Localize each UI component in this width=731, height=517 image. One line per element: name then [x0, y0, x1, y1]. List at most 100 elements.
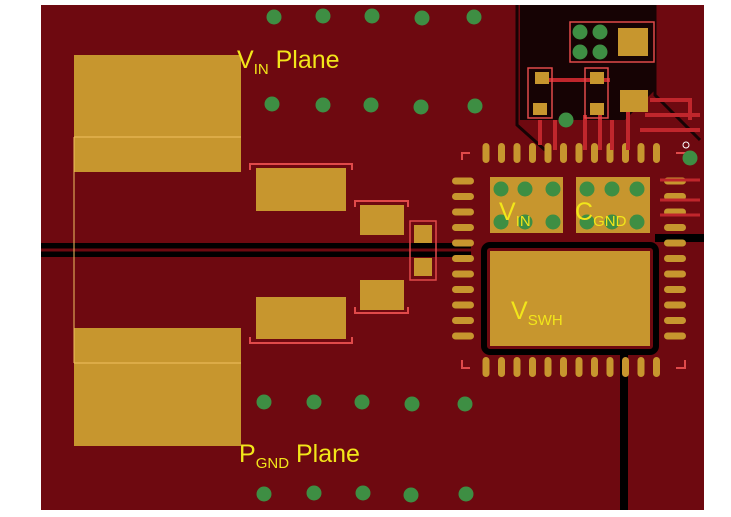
- via: [355, 485, 371, 501]
- ic-pins-left: [452, 177, 474, 340]
- ic-pins-bottom: [482, 357, 660, 377]
- capacitor-silkscreen: [249, 337, 353, 344]
- via: [315, 97, 331, 113]
- component-pad: [590, 103, 604, 115]
- via: [466, 9, 482, 25]
- via: [682, 150, 698, 166]
- ic-pin: [664, 317, 686, 324]
- small-capacitor-pad: [414, 225, 432, 243]
- vswh-pad-outline: [481, 242, 659, 355]
- via: [457, 396, 473, 412]
- via: [404, 396, 420, 412]
- vin-pad-label: VIN: [499, 198, 531, 230]
- via: [592, 44, 608, 60]
- via: [558, 112, 574, 128]
- ic-pin: [664, 224, 686, 231]
- capacitor-pad: [256, 168, 346, 211]
- via: [414, 10, 430, 26]
- component-pad: [618, 28, 648, 56]
- component-silkscreen: [527, 67, 609, 119]
- via: [493, 181, 509, 197]
- ic-pin: [575, 143, 583, 163]
- ic-pin: [452, 177, 474, 185]
- ic-pin: [560, 357, 567, 377]
- via: [315, 8, 331, 24]
- ic-pin: [452, 239, 474, 247]
- via: [256, 394, 272, 410]
- ic-pin: [664, 255, 686, 262]
- capacitor-pad: [256, 297, 346, 339]
- capacitor-pad: [360, 280, 404, 310]
- ic-pins-right: [664, 177, 686, 340]
- via: [579, 214, 595, 230]
- component-silkscreen: [569, 21, 655, 63]
- via: [604, 214, 620, 230]
- ic-pin: [606, 357, 614, 377]
- vin-plane-label: VIN Plane: [237, 46, 340, 78]
- ic-pin: [664, 301, 686, 309]
- vswh-thermal-pad: [490, 251, 650, 346]
- ic-pin: [575, 357, 583, 377]
- vswh-pad-label: VSWH: [511, 297, 563, 329]
- ic-pin: [498, 143, 505, 163]
- via: [545, 181, 561, 197]
- via: [458, 486, 474, 502]
- capacitor-silkscreen: [354, 200, 409, 207]
- signal-trace: [640, 98, 700, 132]
- ic-pin: [664, 332, 686, 340]
- via: [604, 181, 620, 197]
- capacitor-silkscreen: [354, 307, 409, 314]
- ic-pin: [637, 357, 645, 377]
- via: [256, 486, 272, 502]
- via: [403, 487, 419, 503]
- via: [592, 24, 608, 40]
- pgnd-connector-pad: [74, 328, 241, 446]
- component-pad: [590, 72, 604, 84]
- small-capacitor-pad: [414, 258, 432, 276]
- ic-pin: [591, 143, 598, 163]
- via: [364, 8, 380, 24]
- pin1-marker: [682, 141, 690, 149]
- small-capacitor-silkscreen: [409, 220, 437, 281]
- ic-pin: [529, 357, 536, 377]
- via: [306, 394, 322, 410]
- via: [572, 44, 588, 60]
- ic-pin: [653, 143, 660, 163]
- via: [545, 214, 561, 230]
- ic-pin: [452, 208, 474, 216]
- ic-pin: [653, 357, 660, 377]
- ic-pin: [452, 224, 474, 231]
- via: [493, 214, 509, 230]
- component-pad: [533, 103, 547, 115]
- component-pad: [620, 90, 648, 112]
- via-group: [256, 8, 698, 503]
- plane-split-gap: [620, 350, 628, 510]
- isolation-trace: [653, 5, 702, 142]
- ic-pin: [664, 193, 686, 200]
- via: [467, 98, 483, 114]
- via: [264, 96, 280, 112]
- via: [413, 99, 429, 115]
- ic-pin: [591, 357, 598, 377]
- signal-trace: [660, 178, 700, 217]
- cgnd-pad-label: CGND: [575, 198, 627, 230]
- via: [363, 97, 379, 113]
- ic-pin: [513, 143, 521, 163]
- via: [517, 214, 533, 230]
- ic-pin: [513, 357, 521, 377]
- ic-pin: [498, 357, 505, 377]
- component-pad: [535, 72, 549, 84]
- ic-pin: [452, 270, 474, 278]
- via: [629, 181, 645, 197]
- via: [629, 214, 645, 230]
- via: [517, 181, 533, 197]
- ic-pin: [482, 143, 490, 163]
- via: [354, 394, 370, 410]
- ic-pin: [452, 332, 474, 340]
- ic-pin: [452, 193, 474, 200]
- ic-pin: [482, 357, 490, 377]
- capacitor-silkscreen: [249, 163, 353, 170]
- capacitor-pad: [360, 205, 404, 235]
- ic-pin: [452, 301, 474, 309]
